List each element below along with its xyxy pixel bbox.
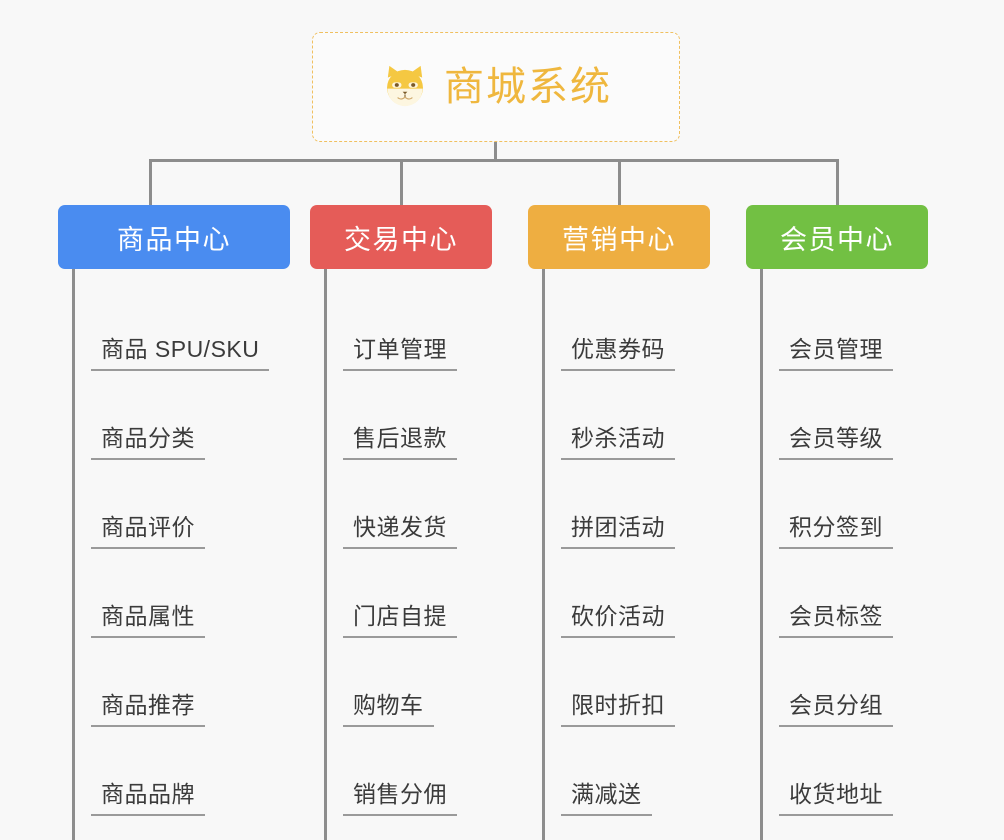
leaf-item[interactable]: 会员分组 [779, 643, 928, 732]
leaf-label: 会员分组 [779, 692, 893, 727]
leaf-item[interactable]: 商品品牌 [91, 732, 290, 821]
leaf-label: 商品属性 [91, 603, 205, 638]
leaf-label: 砍价活动 [561, 603, 675, 638]
leaf-label: 优惠券码 [561, 336, 675, 371]
leaf-item[interactable]: 商品推荐 [91, 643, 290, 732]
branch-label-2: 交易中心 [344, 224, 458, 255]
root-node[interactable]: 商城系统 [312, 32, 680, 142]
leaf-item[interactable]: 购物车 [343, 643, 492, 732]
leaf-label: 收货地址 [779, 781, 893, 816]
leaf-label: 购物车 [343, 692, 434, 727]
leaf-label: 满减送 [561, 781, 652, 816]
leaf-list-3: 优惠券码 秒杀活动 拼团活动 砍价活动 限时折扣 满减送 [528, 269, 710, 840]
leaf-item[interactable]: 门店自提 [343, 554, 492, 643]
leaf-label: 会员标签 [779, 603, 893, 638]
connector-drop-1 [149, 159, 152, 205]
leaf-label: 积分签到 [779, 514, 893, 549]
branch-column-2: 交易中心 订单管理 售后退款 快递发货 门店自提 购物车 销售分佣 [310, 205, 492, 840]
leaf-item[interactable]: 满减送 [561, 732, 710, 821]
connector-trunk-1 [72, 269, 75, 840]
leaf-label: 快递发货 [343, 514, 457, 549]
connector-drop-2 [400, 159, 403, 205]
connector-trunk-3 [542, 269, 545, 840]
leaf-item[interactable]: 会员管理 [779, 287, 928, 376]
leaf-label: 商品 SPU/SKU [91, 336, 270, 371]
leaf-item[interactable]: 商品 SPU/SKU [91, 287, 290, 376]
leaf-label: 会员等级 [779, 425, 893, 460]
root-title: 商城系统 [444, 65, 612, 109]
connector-drop-3 [618, 159, 621, 205]
leaf-list-1: 商品 SPU/SKU 商品分类 商品评价 商品属性 商品推荐 商品品牌 [58, 269, 290, 840]
leaf-item[interactable]: 订单管理 [343, 287, 492, 376]
leaf-label: 限时折扣 [561, 692, 675, 727]
branch-node-1[interactable]: 商品中心 [58, 205, 290, 269]
leaf-item[interactable]: 拼团活动 [561, 465, 710, 554]
branch-label-3: 营销中心 [562, 224, 676, 255]
connector-root-stem [494, 142, 497, 162]
leaf-label: 拼团活动 [561, 514, 675, 549]
leaf-item[interactable]: 商品分类 [91, 376, 290, 465]
leaf-label: 商品评价 [91, 514, 205, 549]
leaf-item[interactable]: 秒杀活动 [561, 376, 710, 465]
leaf-label: 商品分类 [91, 425, 205, 460]
leaf-label: 秒杀活动 [561, 425, 675, 460]
branch-node-3[interactable]: 营销中心 [528, 205, 710, 269]
leaf-item[interactable]: 积分签到 [779, 465, 928, 554]
leaf-item[interactable]: 收货地址 [779, 732, 928, 821]
leaf-item[interactable]: 限时折扣 [561, 643, 710, 732]
connector-trunk-2 [324, 269, 327, 840]
connector-drop-4 [836, 159, 839, 205]
leaf-label: 商品推荐 [91, 692, 205, 727]
leaf-label: 销售分佣 [343, 781, 457, 816]
leaf-item[interactable]: 售后退款 [343, 376, 492, 465]
branch-column-4: 会员中心 会员管理 会员等级 积分签到 会员标签 会员分组 收货地址 [746, 205, 928, 840]
branch-node-4[interactable]: 会员中心 [746, 205, 928, 269]
branch-label-4: 会员中心 [780, 224, 894, 255]
connector-trunk-4 [760, 269, 763, 840]
leaf-item[interactable]: 商品评价 [91, 465, 290, 554]
leaf-label: 售后退款 [343, 425, 457, 460]
branch-label-1: 商品中心 [117, 224, 231, 255]
leaf-list-2: 订单管理 售后退款 快递发货 门店自提 购物车 销售分佣 [310, 269, 492, 840]
leaf-label: 会员管理 [779, 336, 893, 371]
leaf-label: 订单管理 [343, 336, 457, 371]
shiba-dog-face-icon [387, 65, 423, 107]
leaf-item[interactable]: 砍价活动 [561, 554, 710, 643]
leaf-label: 商品品牌 [91, 781, 205, 816]
branch-node-2[interactable]: 交易中心 [310, 205, 492, 269]
connector-bus [150, 159, 838, 162]
leaf-item[interactable]: 销售分佣 [343, 732, 492, 821]
leaf-item[interactable]: 快递发货 [343, 465, 492, 554]
leaf-item[interactable]: 会员标签 [779, 554, 928, 643]
branch-column-3: 营销中心 优惠券码 秒杀活动 拼团活动 砍价活动 限时折扣 满减送 [528, 205, 710, 840]
leaf-item[interactable]: 会员等级 [779, 376, 928, 465]
leaf-item[interactable]: 优惠券码 [561, 287, 710, 376]
leaf-list-4: 会员管理 会员等级 积分签到 会员标签 会员分组 收货地址 [746, 269, 928, 840]
leaf-label: 门店自提 [343, 603, 457, 638]
leaf-item[interactable]: 商品属性 [91, 554, 290, 643]
branch-column-1: 商品中心 商品 SPU/SKU 商品分类 商品评价 商品属性 商品推荐 商品品牌 [58, 205, 290, 840]
